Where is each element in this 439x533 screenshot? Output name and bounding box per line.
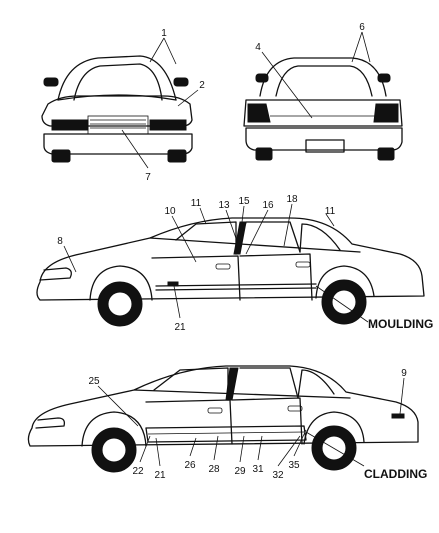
callout-31: 31 xyxy=(252,464,264,475)
callout-29: 29 xyxy=(234,466,246,477)
callout-4: 4 xyxy=(255,42,261,53)
moulding-label: MOULDING xyxy=(368,317,433,331)
callout-6: 6 xyxy=(359,22,365,33)
callout-11-right: 11 xyxy=(325,206,336,217)
cladding-label: CLADDING xyxy=(364,467,427,481)
callout-32: 32 xyxy=(272,470,284,481)
rear-view-car xyxy=(243,57,403,161)
callout-7: 7 xyxy=(145,172,151,183)
callout-21-top: 21 xyxy=(174,322,186,333)
callout-numbers: 1 2 7 4 6 8 10 11 13 15 16 18 11 21 25 9… xyxy=(57,22,407,481)
callout-13: 13 xyxy=(218,200,230,211)
callout-2: 2 xyxy=(199,80,205,91)
callout-22: 22 xyxy=(132,466,144,477)
callout-35: 35 xyxy=(288,460,300,471)
callout-26: 26 xyxy=(184,460,196,471)
callout-18: 18 xyxy=(286,194,298,205)
callout-1: 1 xyxy=(161,28,167,39)
callout-21-bottom: 21 xyxy=(154,470,166,481)
side-view-cladding-car xyxy=(27,365,419,473)
callout-28: 28 xyxy=(208,464,220,475)
callout-9: 9 xyxy=(401,368,407,379)
callout-25: 25 xyxy=(88,376,100,387)
callout-15: 15 xyxy=(238,196,250,207)
front-view-car xyxy=(41,55,193,163)
callout-11-left: 11 xyxy=(191,198,202,209)
side-view-moulding-car xyxy=(36,217,425,327)
callout-8: 8 xyxy=(57,236,63,247)
leader-lines xyxy=(63,31,405,467)
callout-16: 16 xyxy=(262,200,274,211)
callout-10: 10 xyxy=(164,206,176,217)
